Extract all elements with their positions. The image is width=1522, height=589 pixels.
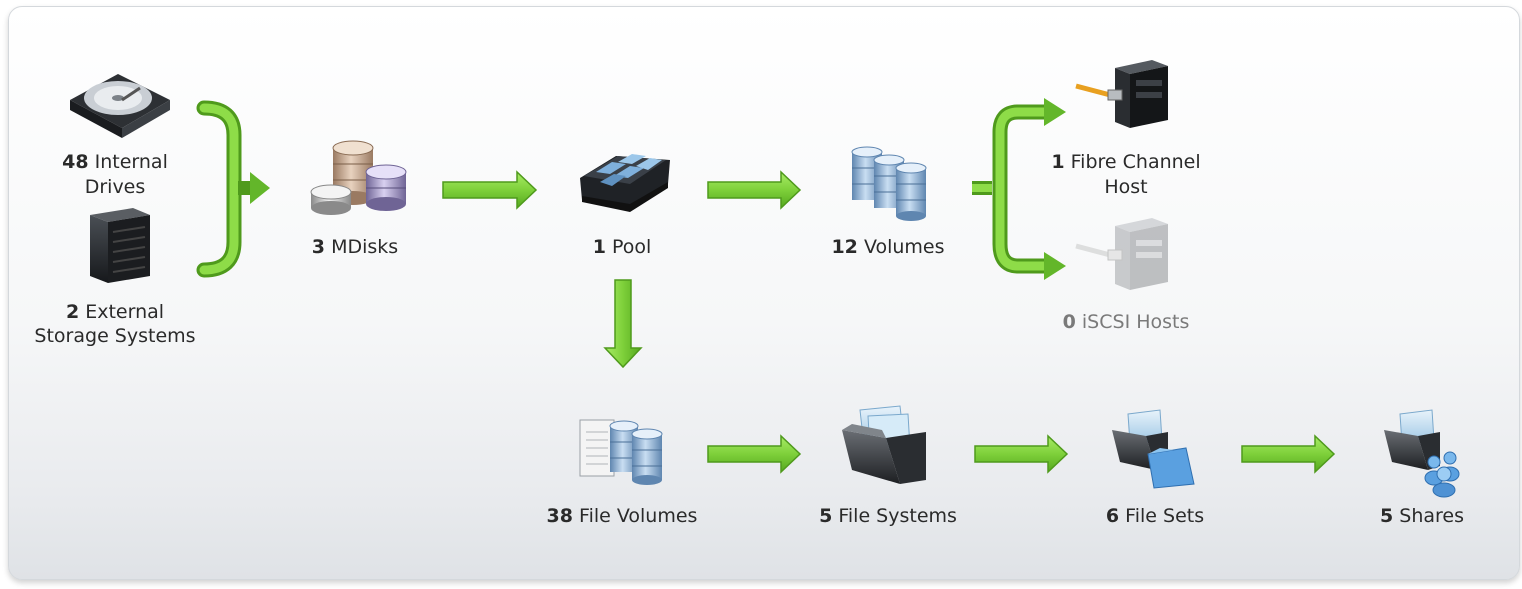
shares-icon [1384,409,1460,498]
fibre-channel-host-node[interactable]: 1 Fibre Channel Host [1051,60,1201,198]
mdisks-node[interactable]: 3 MDisks [310,140,407,258]
file-volumes-icon [579,419,663,485]
shares-label: 5 Shares [1380,505,1464,527]
arrow-file-systems-to-file-sets [974,434,1069,474]
fibre-channel-host-icon [1075,60,1168,128]
iscsi-hosts-node[interactable]: 0 iSCSI Hosts [1063,218,1190,333]
fibre-channel-host-label-line2: Host [1104,176,1147,198]
volumes-label: 12 Volumes [831,236,944,258]
arrow-mdisks-to-pool [442,170,538,210]
external-storage-node[interactable]: 2 External Storage Systems [34,208,196,347]
arrow-pool-to-volumes [707,170,802,210]
shares-node[interactable]: 5 Shares [1380,409,1464,527]
internal-drives-label-line2: Drives [85,176,146,198]
file-systems-label: 5 File Systems [819,505,957,527]
internal-drives-node[interactable]: 48 Internal Drives [62,74,170,198]
volumes-icon [851,146,927,221]
pool-label: 1 Pool [593,236,652,258]
pool-icon [580,154,670,212]
file-sets-label: 6 File Sets [1106,505,1204,527]
internal-drives-label-line1: 48 Internal [62,151,168,173]
arrow-file-sets-to-shares [1241,434,1336,474]
file-sets-icon [1112,409,1195,489]
file-volumes-label: 38 File Volumes [547,505,698,527]
storage-system-icon [90,208,150,283]
overview-panel [8,6,1520,580]
file-systems-node[interactable]: 5 File Systems [819,405,957,527]
fibre-channel-host-label-line1: 1 Fibre Channel [1051,151,1200,173]
volumes-node[interactable]: 12 Volumes [831,146,945,258]
pool-node[interactable]: 1 Pool [580,154,670,258]
file-volumes-node[interactable]: 38 File Volumes [547,419,698,527]
arrows [196,98,1336,474]
file-systems-icon [842,405,926,484]
external-storage-label-line1: 2 External [66,301,164,323]
arrow-pool-to-file-volumes [603,279,643,369]
split-bracket-arrow [992,104,1046,274]
iscsi-hosts-label: 0 iSCSI Hosts [1063,311,1190,333]
external-storage-label-line2: Storage Systems [34,325,195,347]
hard-drive-icon [70,74,170,138]
file-sets-node[interactable]: 6 File Sets [1106,409,1204,527]
arrow-file-volumes-to-file-systems [707,434,802,474]
mdisks-label: 3 MDisks [312,236,398,258]
iscsi-host-icon [1075,218,1168,290]
mdisks-icon [310,140,407,215]
